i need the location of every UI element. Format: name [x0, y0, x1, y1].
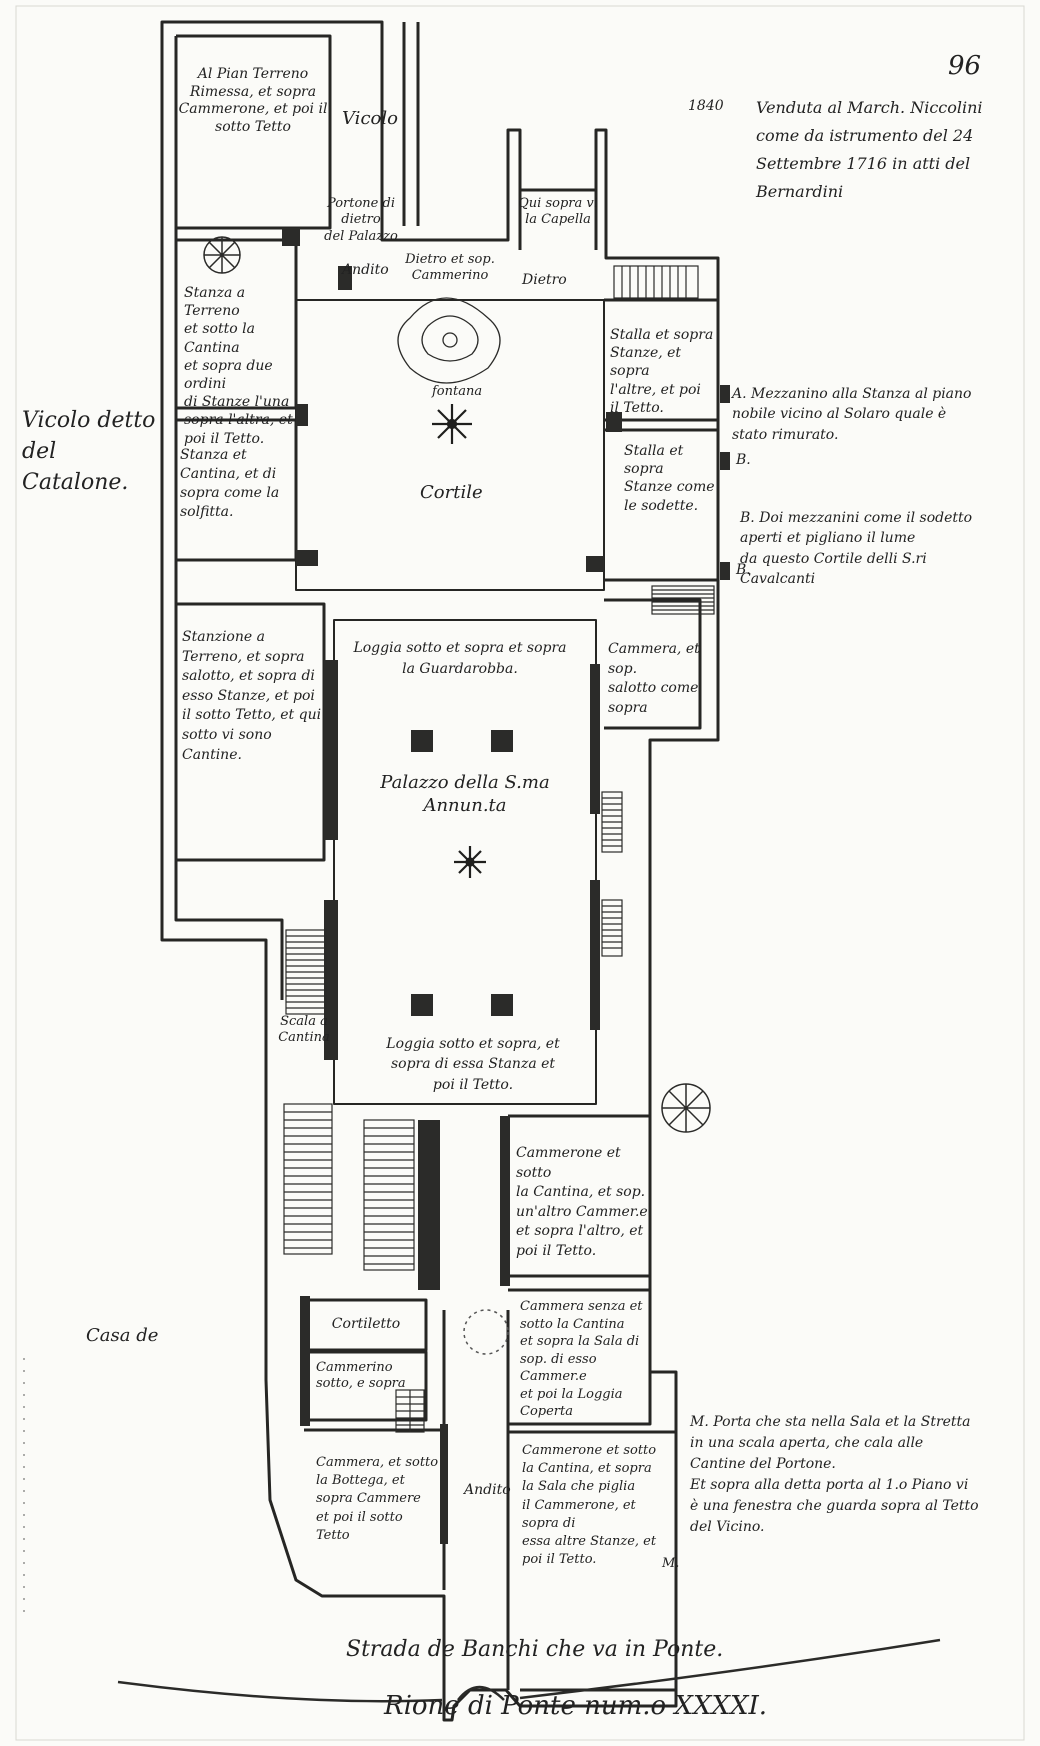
spiral-stairs — [203, 236, 711, 1133]
staircase-hall-right-2 — [601, 899, 623, 957]
compass-roses — [432, 404, 486, 878]
chapel-walls — [518, 190, 598, 250]
note-b: B. Doi mezzanini come il sodetto aperti … — [740, 510, 973, 587]
loggia-bottom-label: Loggia sotto et sopra, et sopra di essa … — [386, 1036, 560, 1093]
outer-wall — [160, 20, 720, 1722]
west-inner-wall — [174, 36, 284, 1000]
street-south-label: Strada de Banchi che va in Ponte. — [346, 1637, 724, 1662]
marker-b1: B. — [736, 452, 751, 468]
fountain — [397, 297, 501, 384]
vicolo-label: Vicolo — [342, 108, 398, 129]
room-cammerone-2 — [508, 1430, 678, 1692]
room-pian-terreno — [176, 34, 332, 230]
room-stanza-cantina-label: Stanza et Cantina, et di sopra come la s… — [180, 447, 280, 520]
staircase-cammerino — [395, 1389, 425, 1433]
year-note: 1840 — [688, 98, 724, 114]
marker-b3: B. — [736, 562, 751, 578]
cortiletto-label: Cortiletto — [331, 1316, 401, 1332]
dotted-well — [463, 1309, 509, 1355]
staircase-cantina — [285, 929, 327, 1015]
room-cammerino-label: Cammerino sotto, e sopra — [316, 1360, 406, 1392]
room-cammera-sopra-label: Cammera, et sop. salotto come sopra — [608, 641, 700, 716]
room-stanza-terreno-label: Stanza a Terreno et sotto la Cantina et … — [184, 285, 293, 447]
capella-label: Qui sopra vi la Capella — [518, 196, 598, 228]
room-stalla-right-label: Stalla et sopra Stanze, et sopra l'altre… — [610, 327, 714, 416]
dietro-label: Dietro — [522, 272, 567, 288]
staircase-lower-middle — [363, 1119, 415, 1271]
room-cammerone-2-label: Cammerone et sotto la Cantina, et sopra … — [522, 1443, 657, 1568]
note-m: M. Porta che sta nella Sala et la Strett… — [690, 1414, 979, 1535]
andito-top-label: Andito — [342, 262, 389, 278]
andito-bottom-label: Andito — [464, 1482, 511, 1498]
room-cammera-bottega-label: Cammera, et sotto la Bottega, et sopra C… — [316, 1455, 439, 1543]
fontana-label: fontana — [432, 384, 483, 399]
note-a: A. Mezzanino alla Stanza al piano nobile… — [732, 386, 972, 443]
wall-piers — [282, 228, 730, 1544]
cortile-label: Cortile — [420, 482, 483, 503]
room-stalla-sopra — [604, 428, 720, 582]
folio-number: 96 — [948, 51, 982, 81]
staircase-hall-right-1 — [601, 791, 623, 853]
room-cammera-senza-label: Cammera senza et sotto la Cantina et sop… — [520, 1299, 643, 1420]
courtyard-wall — [295, 299, 605, 591]
room-cammera-senza — [508, 1288, 652, 1426]
street-lines — [117, 1638, 941, 1703]
portone-label: Portone di dietro del Palazzo — [324, 196, 398, 244]
room-stalla-right — [604, 298, 720, 422]
room-stanzione-label: Stanzione a Terreno, et sopra salotto, e… — [182, 629, 322, 763]
staircase-right-court — [651, 585, 715, 615]
staircases — [283, 265, 715, 1433]
room-cammerone-1-label: Cammerone et sotto la Cantina, et sop. u… — [516, 1145, 648, 1259]
marker-m: M. — [662, 1556, 680, 1571]
staircase-top-right — [613, 265, 699, 299]
vicolo-catalone-label: Vicolo detto del Catalone. — [22, 408, 156, 495]
sale-note: Venduta al March. Niccolini come da istr… — [756, 98, 983, 201]
room-stalla-sopra-label: Stalla et sopra Stanze come le sodette. — [624, 443, 715, 514]
scala-cantina-label: Scala a Cantina — [278, 1014, 330, 1046]
palazzo-label: Palazzo della S.ma Annun.ta — [380, 772, 550, 816]
casa-de-label: Casa de — [86, 1325, 159, 1346]
room-cammerino — [304, 1350, 428, 1422]
loggia-top-label: Loggia sotto et sopra et sopra la Guarda… — [353, 640, 567, 677]
district-title: Rione di Ponte num.o XXXXI. — [384, 1691, 768, 1721]
room-pian-terreno-label: Al Pian Terreno Rimessa, et sopra Cammer… — [178, 66, 328, 135]
room-cammerone-1 — [508, 1114, 652, 1278]
sheet-border — [15, 5, 1025, 1741]
staircase-lower-left — [283, 1103, 333, 1255]
dietro-cammerino-label: Dietro et sop. Cammerino — [405, 252, 495, 284]
